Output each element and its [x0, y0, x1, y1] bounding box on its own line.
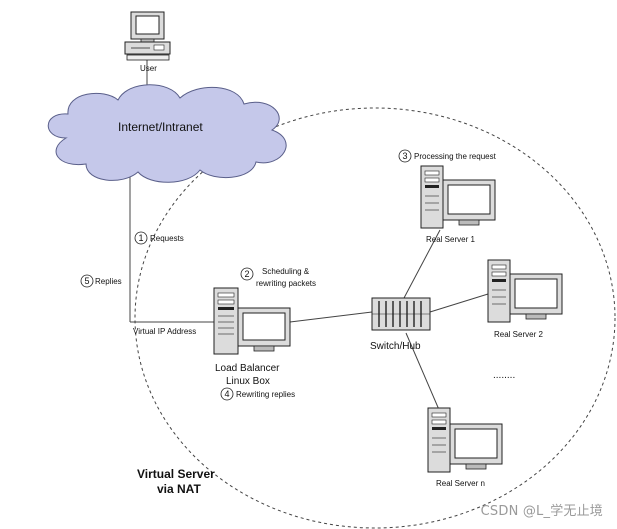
switch-to-servern-line [405, 332, 441, 413]
step-1-text: Requests [150, 234, 184, 243]
connections [129, 60, 489, 413]
diagram-title-line1: Virtual Server [137, 467, 215, 481]
switch-hub-icon [371, 297, 431, 331]
internet-label: Internet/Intranet [118, 120, 203, 134]
real-server-2-label: Real Server 2 [494, 330, 543, 339]
step-3-text: Processing the request [414, 152, 497, 161]
step-2-circle [240, 267, 254, 281]
real-server-1-icon [420, 165, 496, 229]
diagram-title-line2: via NAT [157, 482, 201, 496]
load-balancer-icon [213, 287, 291, 355]
real-server-n-label: Real Server n [436, 479, 485, 488]
user-label: User [140, 64, 157, 73]
step-5-text: Replies [95, 277, 122, 286]
switch-to-server1-line [403, 229, 441, 299]
real-server-2-icon [487, 259, 563, 323]
csdn-watermark: CSDN @L_学无止境 [480, 504, 603, 519]
lb-to-switch-line [289, 311, 373, 323]
step-3-number: 3 [403, 151, 408, 161]
step-4-text: Rewriting replies [236, 390, 295, 399]
step-5-number: 5 [85, 276, 90, 286]
step-1-number: 1 [139, 233, 144, 243]
step-4-number: 4 [225, 389, 230, 399]
switch-label: Switch/Hub [370, 341, 421, 352]
step-2-text-line2: rewriting packets [256, 279, 316, 288]
load-balancer-label-line1: Load Balancer [215, 363, 280, 374]
real-server-n-icon [427, 407, 503, 473]
more-servers-ellipsis: ........ [493, 370, 515, 381]
virtual-ip-label: Virtual IP Address [133, 327, 196, 336]
cluster-boundary [134, 107, 616, 529]
step-5-circle [80, 274, 94, 288]
user-computer-icon [124, 11, 171, 61]
switch-to-server2-line [429, 293, 489, 313]
step-3-circle [398, 149, 412, 163]
internet-cloud-icon [47, 84, 287, 183]
step-1-circle [134, 231, 148, 245]
real-server-1-label: Real Server 1 [426, 235, 475, 244]
load-balancer-label-line2: Linux Box [226, 376, 270, 387]
step-2-number: 2 [245, 269, 250, 279]
step-4-circle [220, 387, 234, 401]
step-2-text-line1: Scheduling & [262, 267, 310, 276]
